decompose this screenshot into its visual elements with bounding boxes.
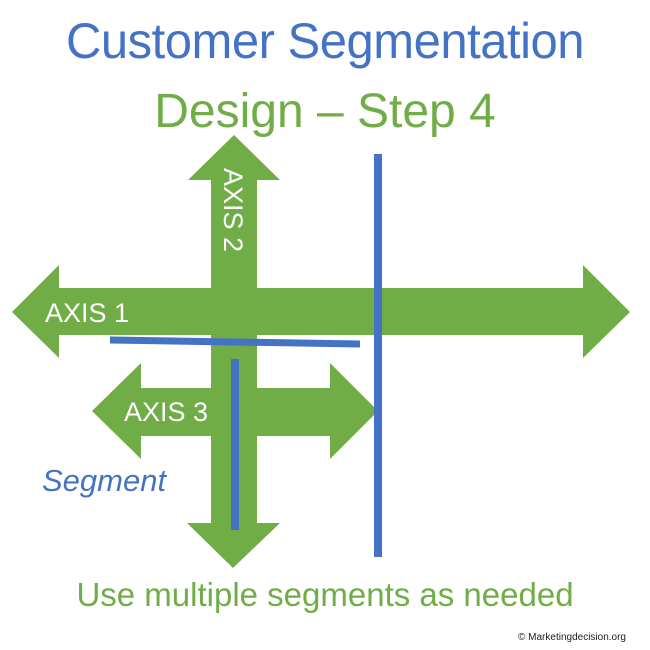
page-subtitle: Design – Step 4 [154, 85, 496, 138]
footer-note: Use multiple segments as needed [76, 576, 574, 613]
segment-label: Segment [42, 463, 167, 498]
axis-2-label: AXIS 2 [218, 168, 248, 252]
axis-1-label: AXIS 1 [45, 298, 129, 328]
axis-3-label: AXIS 3 [124, 397, 208, 427]
axis-2-arrow [187, 135, 280, 568]
axis-1-arrow [12, 265, 630, 358]
copyright-notice: © Marketingdecision.org [518, 632, 626, 643]
segment-line-horizontal [109, 336, 361, 348]
page-title: Customer Segmentation [65, 13, 585, 69]
